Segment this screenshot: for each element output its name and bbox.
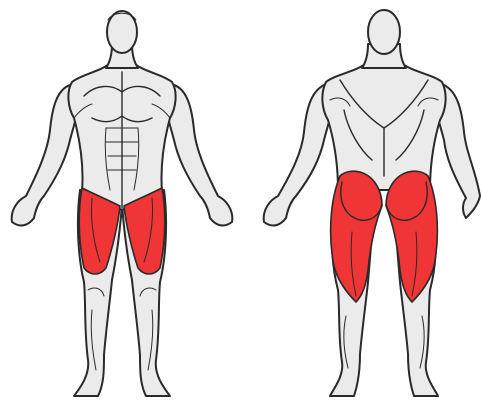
back-head [368, 10, 400, 54]
front-head [107, 11, 137, 53]
back-figure [264, 10, 480, 396]
front-figure [12, 11, 233, 396]
